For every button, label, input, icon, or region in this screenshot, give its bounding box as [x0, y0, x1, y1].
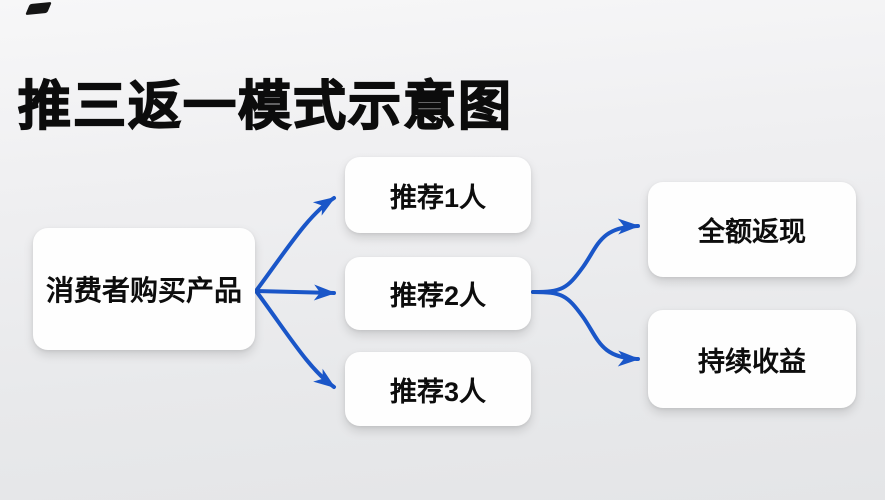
edge-consumer-ref1 — [254, 196, 336, 293]
node-full-cashback: 全额返现 — [648, 182, 856, 277]
node-consumer-purchase: 消费者购买产品 — [33, 228, 255, 350]
node-label: 持续收益 — [698, 346, 806, 377]
node-label: 推荐1人 — [389, 182, 487, 213]
node-label: 推荐2人 — [389, 281, 487, 311]
edge-ref2-income — [531, 290, 640, 367]
page-title: 推三返一模式示意图 — [17, 76, 513, 137]
edge-ref2-cashback — [531, 218, 640, 294]
node-label: 全额返现 — [698, 217, 806, 247]
corner-mark-decoration — [25, 1, 52, 16]
node-refer-3: 推荐3人 — [345, 352, 531, 426]
node-continuous-income: 持续收益 — [648, 310, 856, 408]
node-refer-1: 推荐1人 — [345, 157, 531, 233]
edge-consumer-ref2 — [254, 284, 336, 301]
edge-consumer-ref3 — [254, 289, 336, 389]
node-refer-2: 推荐2人 — [345, 257, 531, 330]
node-label: 消费者购买产品 — [45, 275, 242, 306]
node-label: 推荐3人 — [389, 376, 487, 407]
